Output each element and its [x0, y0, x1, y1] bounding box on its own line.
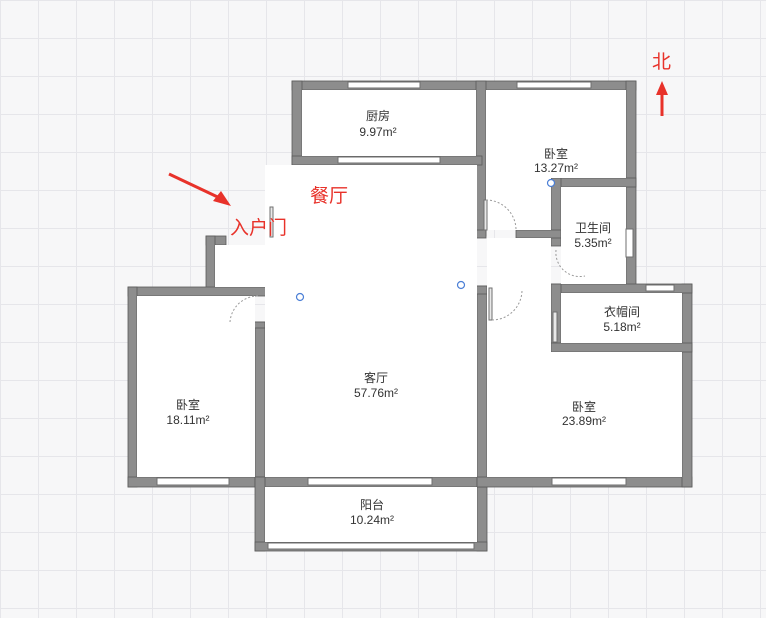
room-area: 13.27m²	[534, 161, 578, 175]
room-name: 阳台	[360, 497, 384, 512]
room-floors	[137, 90, 682, 542]
room-area: 18.11m²	[166, 413, 209, 427]
room-area: 5.35m²	[574, 236, 611, 250]
doors	[229, 199, 586, 343]
room-name: 客厅	[364, 370, 388, 385]
handle-dot	[295, 292, 305, 302]
dining-label: 餐厅	[310, 185, 348, 207]
compass-label: 北	[652, 51, 671, 73]
room-area: 9.97m²	[359, 125, 396, 139]
handle-dot	[456, 280, 466, 290]
room-area: 10.24m²	[350, 513, 394, 527]
entrance-label: 入户门	[230, 217, 287, 239]
room-area: 57.76m²	[354, 386, 398, 400]
room-name: 卫生间	[575, 221, 611, 235]
room-name: 卧室	[544, 146, 568, 161]
room-area: 23.89m²	[562, 414, 606, 428]
room-name: 卧室	[176, 397, 200, 412]
room-area: 5.18m²	[603, 320, 640, 334]
room-name: 厨房	[366, 108, 390, 123]
entrance-arrow-icon	[168, 172, 231, 206]
room-name: 衣帽间	[604, 304, 640, 319]
room-name: 卧室	[572, 399, 596, 414]
windows	[156, 81, 675, 550]
handle-dot	[546, 178, 556, 188]
north-arrow-icon	[656, 81, 668, 116]
